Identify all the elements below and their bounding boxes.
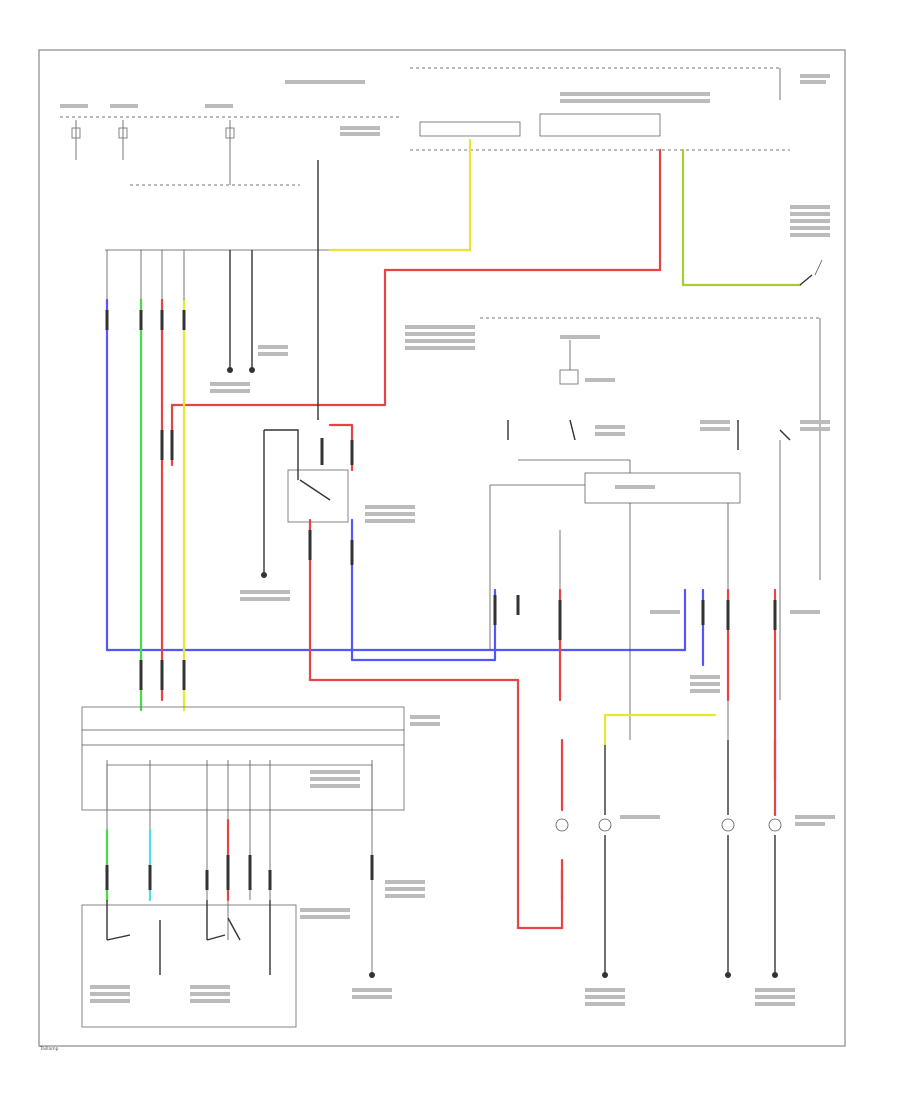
- lamp-column-3: [721, 740, 735, 978]
- lamp-column-1: [555, 738, 569, 902]
- lamp-column-2: [585, 745, 660, 1006]
- lamp-column-4: [755, 738, 835, 1006]
- fuse-column-1: [71, 120, 81, 160]
- top-power-section: [60, 67, 830, 186]
- diagram-border: [38, 49, 846, 1047]
- fuse-column-2: [118, 120, 128, 160]
- control-unit-box: [584, 472, 741, 504]
- switch-panel: [81, 900, 350, 1028]
- middle-relay: [240, 325, 564, 930]
- bottom-ground-1: [352, 880, 425, 999]
- left-wire-harness: [105, 160, 687, 712]
- page-label: Taillamp: [39, 1046, 59, 1052]
- right-top-switch: [790, 205, 830, 286]
- fuse-column-3: [225, 120, 235, 185]
- lower-control-module: [81, 706, 440, 975]
- right-control-unit: [480, 317, 830, 782]
- control-relay-box: [539, 113, 661, 137]
